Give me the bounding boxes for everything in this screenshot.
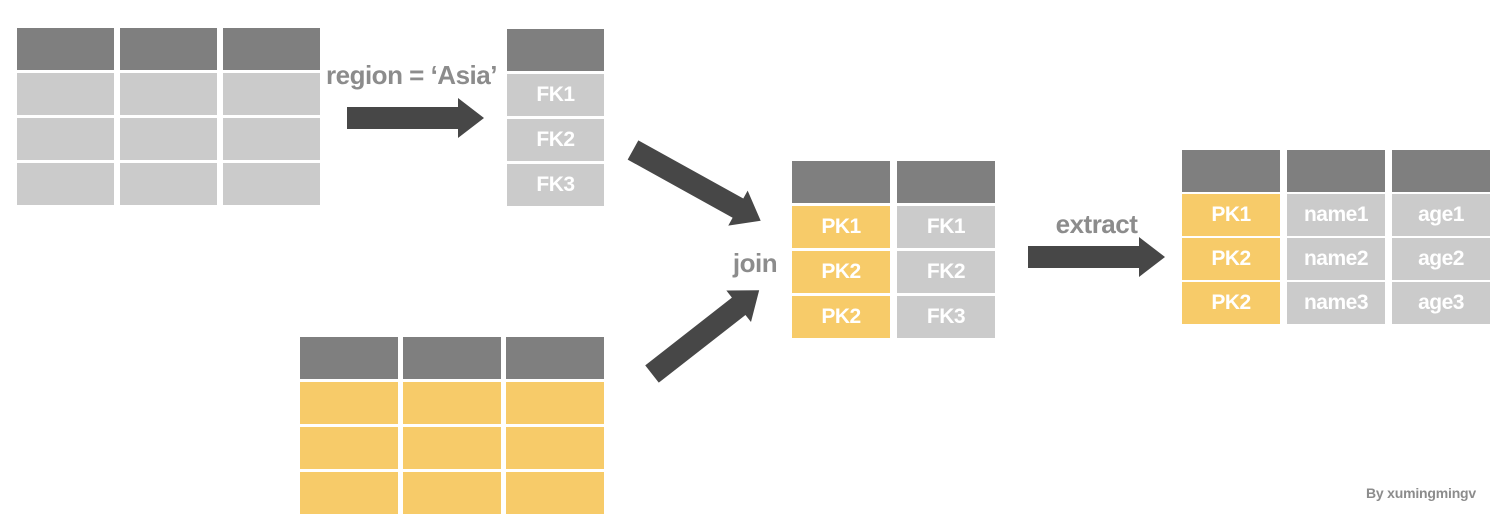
table-cell: FK3 — [507, 164, 604, 206]
header-cell — [1392, 150, 1490, 192]
table-cell: FK1 — [507, 74, 604, 116]
header-cell — [1287, 150, 1385, 192]
table-cell — [403, 472, 501, 514]
table-cell — [17, 163, 114, 205]
header-cell — [223, 28, 320, 70]
header-cell — [403, 337, 501, 379]
header-cell — [1182, 150, 1280, 192]
table-cell — [223, 118, 320, 160]
joined-table: PK1 FK1 PK2 FK2 PK2 FK3 — [792, 161, 995, 338]
table-cell — [403, 427, 501, 469]
filter-arrow-icon — [347, 98, 484, 138]
join-arrow-top-icon — [627, 140, 761, 226]
table-cell: FK3 — [897, 296, 995, 338]
table-cell: age3 — [1392, 282, 1490, 324]
header-cell — [506, 337, 604, 379]
table-cell: PK1 — [1182, 194, 1280, 236]
table-cell: PK2 — [792, 251, 890, 293]
table-cell — [506, 427, 604, 469]
credit-text: By xumingmingv — [1366, 485, 1476, 501]
filtered-table: FK1 FK2 FK3 — [507, 29, 604, 206]
header-cell — [17, 28, 114, 70]
table-cell — [120, 118, 217, 160]
table-cell: age2 — [1392, 238, 1490, 280]
table-cell: FK2 — [507, 119, 604, 161]
table-cell: PK1 — [792, 206, 890, 248]
result-table: PK1 name1 age1 PK2 name2 age2 PK2 name3 … — [1182, 150, 1490, 324]
table-cell: PK2 — [792, 296, 890, 338]
table-cell: PK2 — [1182, 238, 1280, 280]
source-table-region — [17, 28, 320, 205]
extract-arrow-icon — [1028, 237, 1165, 277]
table-cell — [506, 472, 604, 514]
table-cell: name2 — [1287, 238, 1385, 280]
table-cell — [120, 163, 217, 205]
header-cell — [120, 28, 217, 70]
join-label: join — [732, 248, 778, 278]
header-cell — [507, 29, 604, 71]
table-cell: age1 — [1392, 194, 1490, 236]
header-cell — [300, 337, 398, 379]
table-cell — [300, 427, 398, 469]
filter-label: region = ‘Asia’ — [326, 60, 497, 90]
table-cell — [17, 118, 114, 160]
table-cell — [506, 382, 604, 424]
table-cell: FK1 — [897, 206, 995, 248]
table-cell: FK2 — [897, 251, 995, 293]
header-cell — [792, 161, 890, 203]
table-cell — [403, 382, 501, 424]
header-cell — [897, 161, 995, 203]
table-cell — [223, 163, 320, 205]
table-cell — [120, 73, 217, 115]
table-cell — [300, 472, 398, 514]
table-cell — [223, 73, 320, 115]
table-cell: name1 — [1287, 194, 1385, 236]
table-cell — [17, 73, 114, 115]
extract-label: extract — [1055, 209, 1138, 239]
table-cell — [300, 382, 398, 424]
source-table-keys — [300, 337, 604, 514]
join-arrow-bottom-icon — [645, 290, 760, 383]
table-cell: name3 — [1287, 282, 1385, 324]
table-cell: PK2 — [1182, 282, 1280, 324]
